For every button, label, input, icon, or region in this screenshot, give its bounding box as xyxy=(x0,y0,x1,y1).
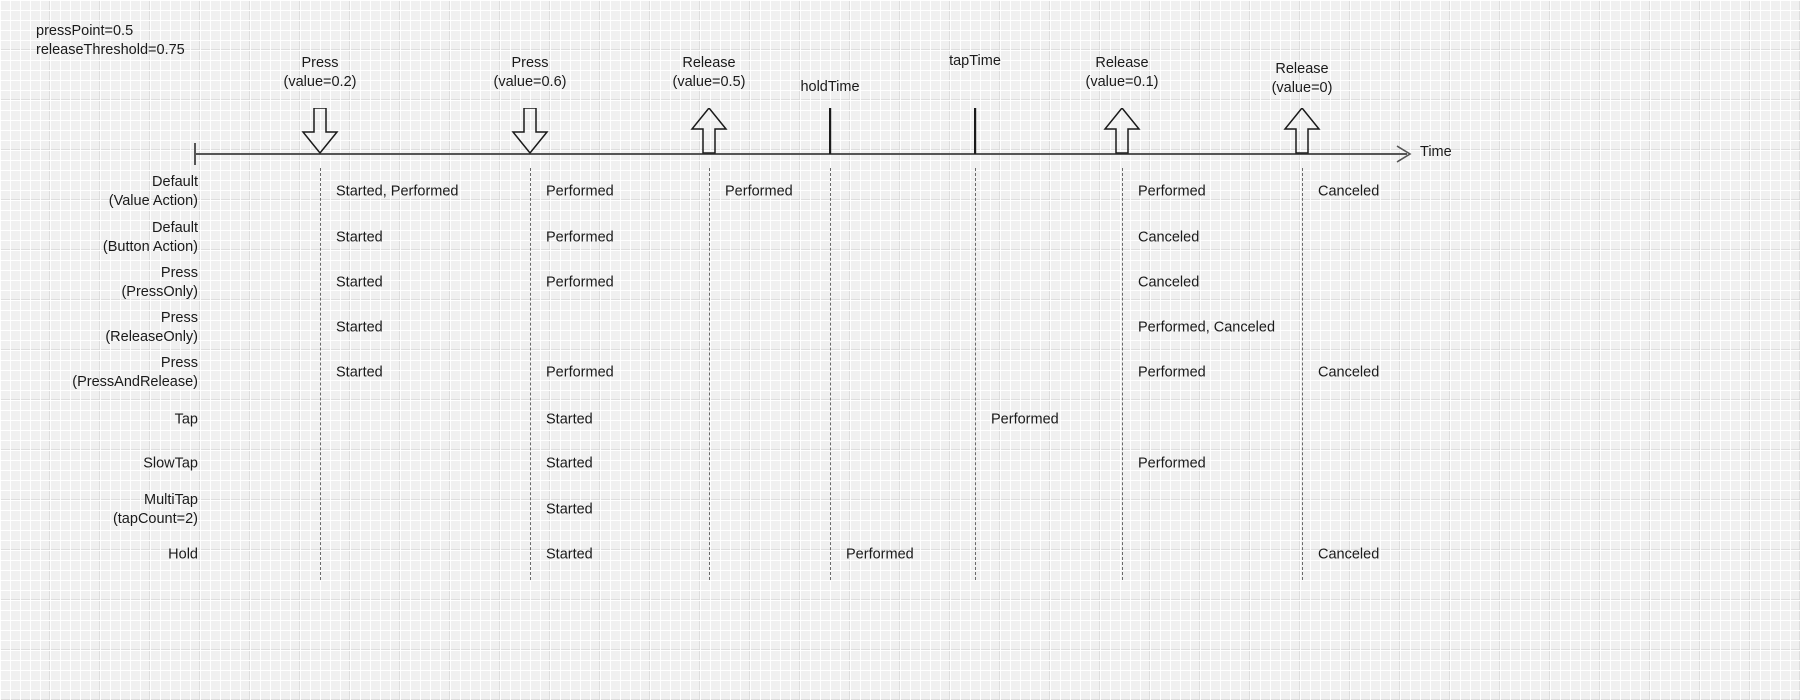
event-label-holdtime: holdTime xyxy=(800,79,860,95)
cell-tap: Started xyxy=(546,411,593,428)
event-label-press-2: Press (value=0.6) xyxy=(493,55,567,90)
row-label-multitap: MultiTap (tapCount=2) xyxy=(112,492,198,527)
event-marker-taptime-bar-icon xyxy=(952,108,998,154)
cell-hold: Performed xyxy=(846,546,914,563)
row-label-default-value-action: Default (Value Action) xyxy=(108,174,198,209)
guide-line xyxy=(830,168,831,580)
cell-default-button-action: Performed xyxy=(546,229,614,246)
event-marker-release-3-up-arrow-icon xyxy=(1279,108,1325,154)
cell-tap: Performed xyxy=(991,411,1059,428)
event-label-press-1: Press (value=0.2) xyxy=(283,55,357,90)
cell-default-button-action: Started xyxy=(336,229,383,246)
cell-hold: Canceled xyxy=(1318,546,1380,563)
guide-line xyxy=(1122,168,1123,580)
guide-line xyxy=(320,168,321,580)
row-label-slowtap: SlowTap xyxy=(143,455,198,472)
event-label-release-3: Release (value=0) xyxy=(1271,61,1333,96)
event-label-release-2: Release (value=0.1) xyxy=(1085,55,1159,90)
event-marker-press-1-down-arrow-icon xyxy=(297,108,343,154)
row-label-press-pressonly: Press (PressOnly) xyxy=(121,265,198,300)
guide-line xyxy=(709,168,710,580)
cell-default-value-action: Performed xyxy=(1138,183,1206,200)
cell-press-pressandrelease: Canceled xyxy=(1318,364,1380,381)
parameters-note: pressPoint=0.5 releaseThreshold=0.75 xyxy=(36,23,185,58)
cell-press-pressonly: Started xyxy=(336,274,383,291)
cell-default-button-action: Canceled xyxy=(1138,229,1200,246)
time-axis-line xyxy=(195,153,1407,155)
guide-line xyxy=(975,168,976,580)
time-axis-arrow-icon xyxy=(1396,145,1412,163)
row-label-press-releaseonly: Press (ReleaseOnly) xyxy=(105,310,198,345)
cell-default-value-action: Performed xyxy=(546,183,614,200)
event-label-taptime: tapTime xyxy=(949,53,1001,69)
event-marker-release-2-up-arrow-icon xyxy=(1099,108,1145,154)
cell-slowtap: Performed xyxy=(1138,455,1206,472)
event-marker-release-1-up-arrow-icon xyxy=(686,108,732,154)
cell-default-value-action: Canceled xyxy=(1318,183,1380,200)
event-marker-press-2-down-arrow-icon xyxy=(507,108,553,154)
cell-slowtap: Started xyxy=(546,455,593,472)
cell-hold: Started xyxy=(546,546,593,563)
guide-line xyxy=(530,168,531,580)
cell-press-releaseonly: Performed, Canceled xyxy=(1138,319,1276,336)
row-label-hold: Hold xyxy=(168,546,198,563)
cell-default-value-action: Started, Performed xyxy=(336,183,459,200)
event-label-release-1: Release (value=0.5) xyxy=(672,55,746,90)
event-marker-holdtime-bar-icon xyxy=(807,108,853,154)
cell-press-pressandrelease: Performed xyxy=(546,364,614,381)
cell-default-value-action: Performed xyxy=(725,183,793,200)
cell-multitap: Started xyxy=(546,501,593,518)
row-label-tap: Tap xyxy=(174,411,198,428)
row-label-press-pressandrelease: Press (PressAndRelease) xyxy=(72,355,198,390)
guide-line xyxy=(1302,168,1303,580)
cell-press-releaseonly: Started xyxy=(336,319,383,336)
cell-press-pressonly: Performed xyxy=(546,274,614,291)
cell-press-pressonly: Canceled xyxy=(1138,274,1200,291)
time-axis-label: Time xyxy=(1420,144,1452,160)
cell-press-pressandrelease: Started xyxy=(336,364,383,381)
row-label-default-button-action: Default (Button Action) xyxy=(102,220,198,255)
cell-press-pressandrelease: Performed xyxy=(1138,364,1206,381)
